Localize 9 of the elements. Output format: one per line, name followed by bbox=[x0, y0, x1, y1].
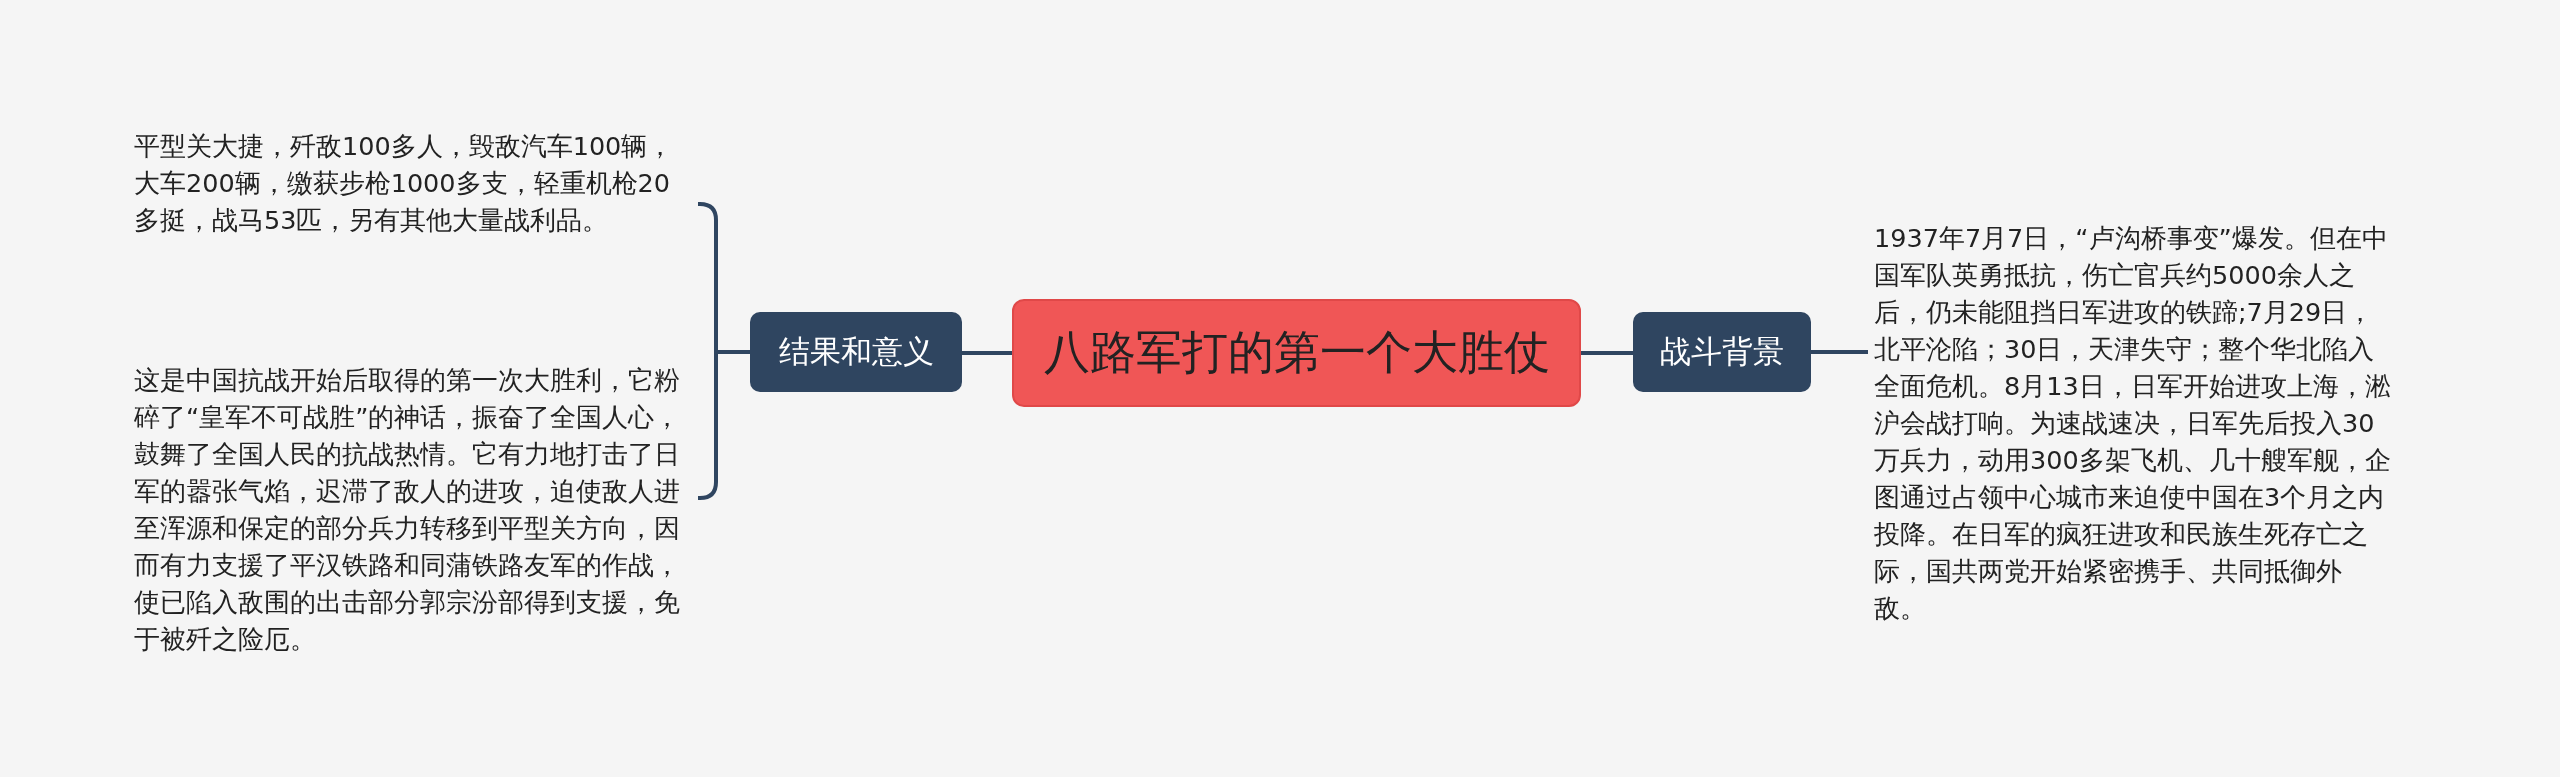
topic-box: 结果和意义 bbox=[750, 312, 962, 392]
connector-line bbox=[1811, 350, 1868, 354]
topic-box: 战斗背景 bbox=[1633, 312, 1811, 392]
connector-line bbox=[962, 351, 1012, 355]
note-text: 这是中国抗战开始后取得的第一次大胜利，它粉碎了“皇军不可战胜”的神话，振奋了全国人心，鼓舞了全国人民的抗战热情。它有力地打击了日军的嚣张气焰，迟滞了敌人的进攻，迫使敌人进至浑源和保定的部分兵力转移到平型关方向，因而有力支援了平汉铁路和同蒲铁路友军的作战，使已陷入敌围的出击部分郭宗汾部得到支援，免于被歼之险厄。 bbox=[128, 362, 698, 658]
central-topic: 八路军打的第一个大胜仗 bbox=[1012, 299, 1581, 407]
note-text: 平型关大捷，歼敌100多人，毁敌汽车100辆，大车200辆，缴获步枪1000多支，轻重机枪20多挺，战马53匹，另有其他大量战利品。 bbox=[128, 128, 698, 239]
note-text: 1937年7月7日，“卢沟桥事变”爆发。但在中国军队英勇抵抗，伤亡官兵约5000余人之后，仍未能阻挡日军进攻的铁蹄;7月29日，北平沦陷；30日，天津失守；整个华北陷入全面危机。8月13日，日军开始进攻上海，淞沪会战打响。为速战速决，日军先后投入30万兵力，动用300多架飞机、几十艘军舰，企图通过占领中心城市来迫使中国在3个月之内投降。在日军的疯狂进攻和民族生死存亡之际，国共两党开始紧密携手、共同抵御外敌。 bbox=[1868, 220, 2398, 627]
connector-line bbox=[1581, 351, 1633, 355]
